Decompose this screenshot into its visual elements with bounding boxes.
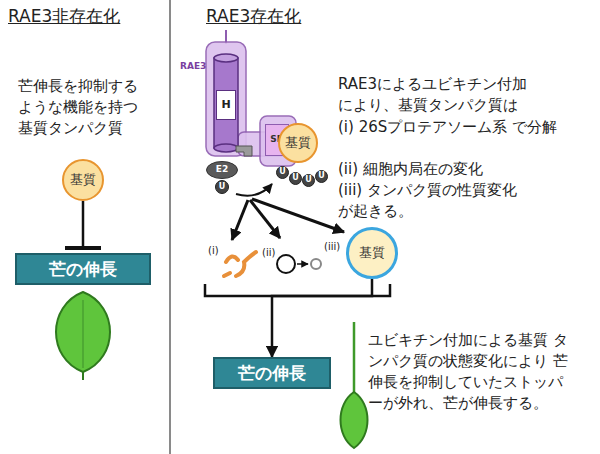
localization-arrow bbox=[297, 263, 308, 265]
panel-heading: RAE3非存在化 bbox=[8, 6, 120, 26]
ubiquitin-circle: U bbox=[302, 174, 315, 187]
ubiquitin-circle-outline bbox=[316, 171, 328, 183]
outcome-number: (iii) bbox=[324, 240, 340, 254]
leaf-shape bbox=[341, 392, 368, 448]
merge-bracket bbox=[205, 284, 390, 296]
mechanism-item: (i) 26Sプロテアソーム系 で分解 bbox=[338, 117, 581, 138]
node-text: 基質 bbox=[359, 246, 385, 260]
ubiquitin-circle: U bbox=[315, 170, 328, 183]
node-text: 基質 bbox=[285, 136, 311, 150]
node-text: 芒の伸長 bbox=[238, 364, 306, 383]
mechanism-note: RAE3によるユビキチン付加により、基質タンパク質は bbox=[338, 74, 536, 116]
node-text: U bbox=[292, 174, 299, 183]
node-text: U bbox=[279, 168, 286, 177]
mechanism-note: が起きる。 bbox=[338, 201, 413, 222]
linker-piece bbox=[236, 146, 252, 156]
substrate-circle-outline bbox=[279, 124, 317, 162]
modified-substrate-circle: 基質 bbox=[346, 227, 398, 279]
leaf-midrib bbox=[83, 300, 84, 368]
awn-line bbox=[353, 322, 356, 396]
helix-cap bbox=[214, 144, 238, 152]
helix-cylinder bbox=[214, 58, 238, 148]
node-text: U bbox=[305, 176, 312, 185]
ubiquitin-circle: U bbox=[276, 166, 289, 179]
node-text: H bbox=[221, 99, 230, 111]
panel-divider bbox=[169, 0, 171, 454]
ubiquitin-circle: U bbox=[215, 180, 229, 194]
localization-circle bbox=[277, 255, 295, 273]
node-text: E2 bbox=[216, 165, 228, 175]
merge-arrow bbox=[272, 279, 372, 357]
e2-enzyme-outline bbox=[207, 162, 238, 179]
node-text: U bbox=[219, 183, 226, 192]
e2-enzyme: E2 bbox=[206, 161, 238, 179]
ubiquitin-circle-outline bbox=[290, 173, 302, 185]
awn-elongation-box: 芒の伸長 bbox=[213, 357, 331, 389]
substrate-circle: 基質 bbox=[62, 159, 104, 201]
helix-domain-box: H bbox=[216, 90, 236, 120]
outcome-arrow bbox=[250, 200, 280, 238]
mechanism-item: (ii) 細胞内局在の変化 bbox=[338, 159, 483, 180]
awn-elongation-box: 芒の伸長 bbox=[15, 253, 151, 285]
leaf-shape bbox=[56, 292, 110, 372]
ubiquitin-circle: U bbox=[289, 172, 302, 185]
localization-circle bbox=[311, 259, 321, 269]
ubiquitin-circle-outline bbox=[216, 181, 229, 194]
outcome-number: (i) bbox=[208, 244, 219, 258]
inhibition-connector bbox=[82, 201, 85, 248]
description-note: 芒伸長を抑制する ような機能を持つ 基質タンパク質 bbox=[18, 76, 156, 139]
modified-substrate-circle-outline bbox=[348, 229, 397, 278]
node-text: 基質 bbox=[70, 173, 96, 187]
outcome-number: (ii) bbox=[262, 246, 275, 260]
protein-name: RAE3 bbox=[180, 60, 206, 73]
panel-heading: RAE3存在化 bbox=[206, 6, 301, 26]
transfer-arrow bbox=[236, 184, 272, 196]
node-text: U bbox=[318, 172, 325, 181]
helix-cap bbox=[214, 54, 238, 62]
degraded-fragment bbox=[236, 252, 256, 276]
degraded-fragment bbox=[226, 256, 238, 262]
node-text: 芒の伸長 bbox=[49, 260, 117, 279]
result-note: ユビキチン付加による基質 タンパク質の状態変化により 芒伸長を抑制していたストッ… bbox=[368, 330, 568, 414]
outcome-arrow bbox=[232, 200, 248, 240]
outcome-arrow bbox=[252, 199, 344, 232]
ubiquitin-circle-outline bbox=[303, 175, 315, 187]
ubiquitin-circle-outline bbox=[277, 167, 289, 179]
substrate-circle-outline bbox=[63, 160, 103, 200]
mechanism-item: (iii) タンパク質の性質変化 bbox=[338, 180, 517, 201]
degraded-fragment bbox=[224, 273, 230, 276]
substrate-circle: 基質 bbox=[278, 123, 318, 163]
